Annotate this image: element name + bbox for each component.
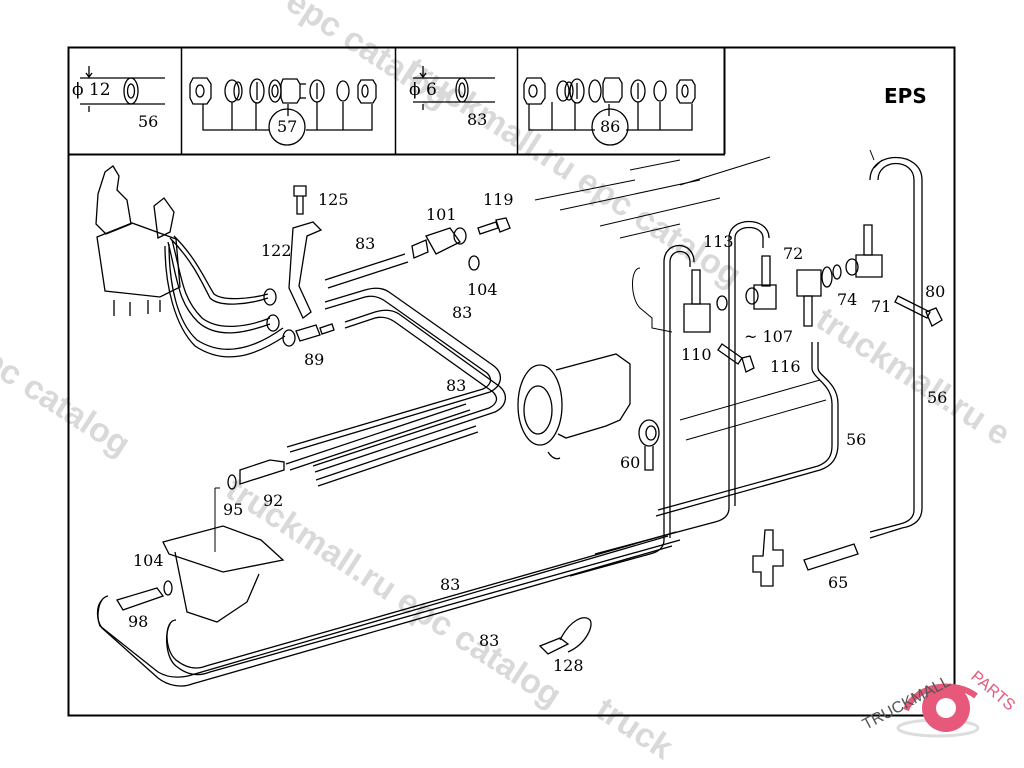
diagram-drawing	[67, 46, 956, 717]
compressor-icon	[517, 353, 631, 460]
legend-diameter-label: ϕ 6	[409, 80, 437, 100]
callout-104: 104	[467, 280, 498, 299]
diagram-title: EPS	[884, 84, 927, 108]
callout-113: 113	[703, 232, 734, 251]
callout-128: 128	[553, 656, 584, 675]
tee-fitting-icon	[752, 529, 784, 587]
callout-74: 74	[837, 290, 858, 309]
callout-95: 95	[223, 500, 244, 519]
legend-part-label: 83	[467, 110, 488, 129]
callout-110: 110	[681, 345, 712, 364]
callout-83: 83	[355, 234, 376, 253]
control-valve-icon	[95, 165, 181, 316]
callout-83: 83	[446, 376, 467, 395]
fitting-65-icon	[803, 543, 859, 571]
brand-logo: TRUCKMALL PARTS	[858, 660, 1024, 750]
fitting-set-86-icon	[523, 77, 696, 146]
callout-65: 65	[828, 573, 849, 592]
callout-71: 71	[871, 297, 892, 316]
legend-diameter-label: ϕ 12	[72, 80, 111, 100]
callout-56: 56	[846, 430, 867, 449]
callout-60: 60	[620, 453, 641, 472]
valve-72-icon	[796, 266, 833, 327]
callout-104: 104	[133, 551, 164, 570]
callout-89: 89	[304, 350, 325, 369]
cable-tie-128-icon	[538, 617, 592, 655]
legend-part-label: 86	[600, 117, 621, 136]
callout-116: 116	[770, 357, 801, 376]
callout-83: 83	[479, 631, 500, 650]
brand-text-right: PARTS	[967, 668, 1018, 714]
tube-6-icon	[413, 66, 495, 110]
callout-125: 125	[318, 190, 349, 209]
shield-104-icon	[162, 525, 285, 623]
callout-83: 83	[440, 575, 461, 594]
bolt-119-icon	[477, 217, 511, 235]
washer-74-icon	[832, 264, 842, 280]
bolt-80-icon	[894, 295, 943, 327]
legend-part-label: 57	[277, 117, 298, 136]
diagram-frame	[67, 46, 956, 717]
callout-56: 56	[927, 388, 948, 407]
callout-83: 83	[452, 303, 473, 322]
control-lines	[164, 235, 296, 358]
callout-72: 72	[783, 244, 804, 263]
tube-56-vertical	[569, 157, 923, 577]
tube-83-lower-long	[96, 531, 681, 687]
fitting-set-57-icon	[189, 77, 377, 146]
tube-83-short	[324, 253, 409, 289]
bracket-122-icon	[288, 221, 323, 320]
washer-104-icon	[468, 255, 480, 271]
engine-block	[534, 149, 883, 441]
bolt-125-icon	[293, 185, 307, 215]
banjo-60-icon	[638, 419, 660, 471]
fitting-92-icon	[227, 459, 285, 490]
valve-71-icon	[845, 224, 883, 278]
callout-119: 119	[483, 190, 514, 209]
callout-122: 122	[261, 241, 292, 260]
bolt-116-icon	[717, 343, 755, 373]
valve-107-icon	[745, 255, 777, 310]
tube-83-lower-short	[285, 403, 479, 487]
legend-part-label: 56	[138, 112, 159, 131]
callout-92: 92	[263, 491, 284, 510]
fitting-101-icon	[411, 227, 467, 259]
callout-101: 101	[426, 205, 457, 224]
valve-110-icon	[683, 269, 728, 333]
tube-83-long	[286, 287, 506, 473]
callout-98: 98	[128, 612, 149, 631]
fitting-98-icon	[116, 580, 173, 611]
tube-12-icon	[80, 66, 165, 112]
leader-95	[214, 487, 220, 552]
callout-80: 80	[925, 282, 946, 301]
fitting-89-icon	[295, 323, 335, 342]
callout-107: ~ 107	[744, 327, 794, 346]
